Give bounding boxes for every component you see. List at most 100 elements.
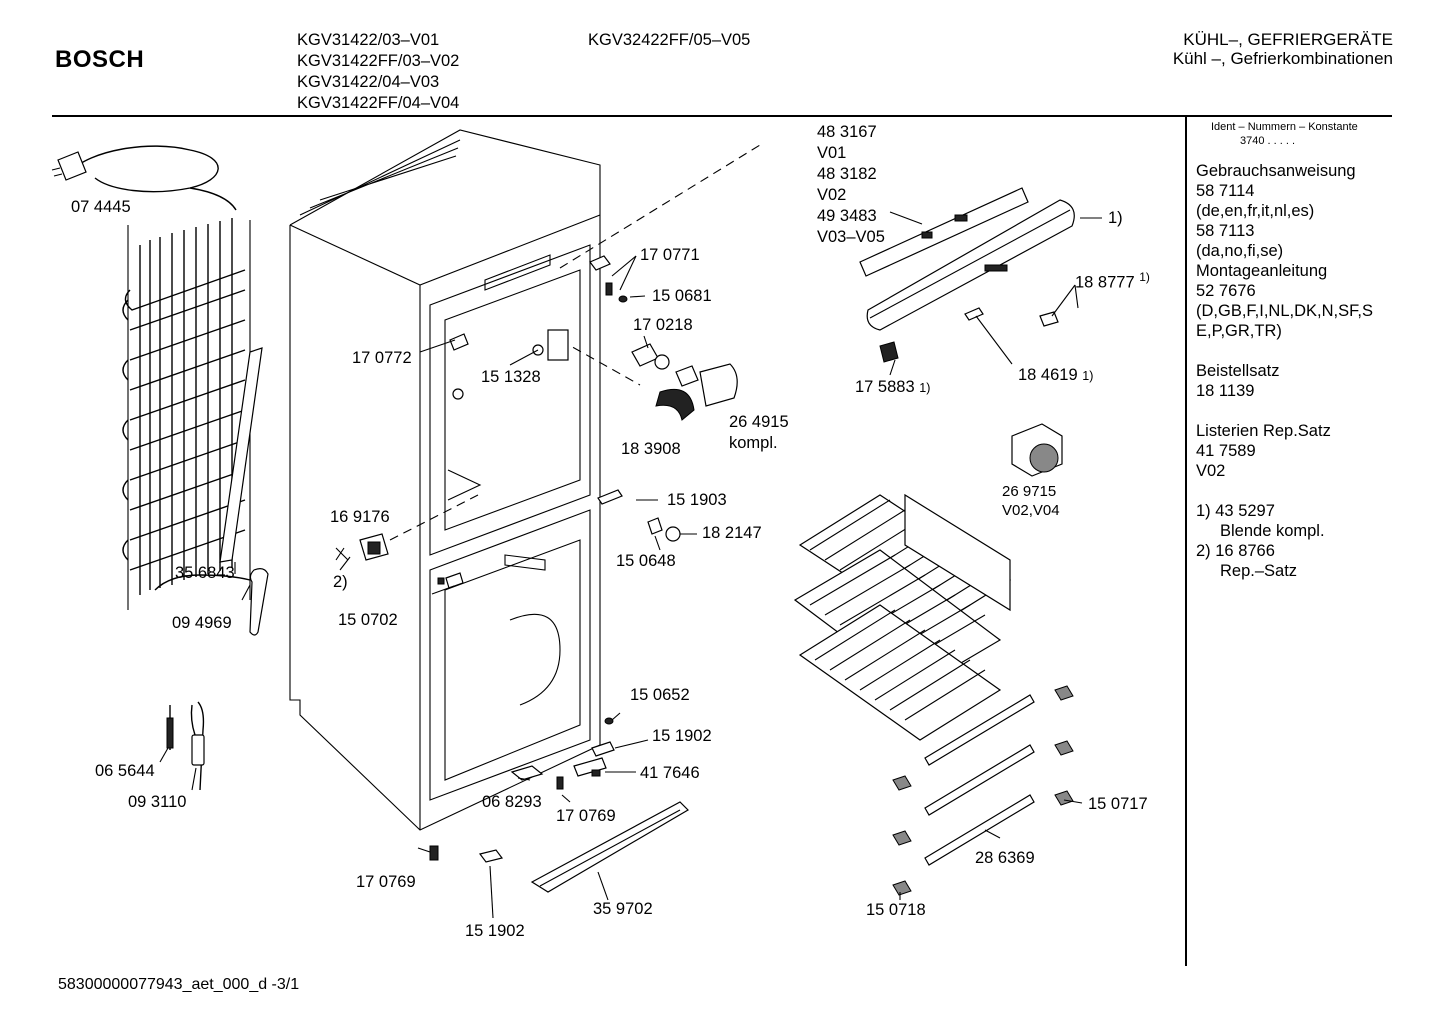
control-panel-drawing: [859, 187, 1075, 363]
part-label: 06 5644: [95, 762, 155, 780]
part-label: 48 3182: [817, 165, 877, 183]
model-code: KGV31422FF/03–V02: [297, 52, 460, 70]
part-label: 15 1903: [667, 491, 727, 509]
sidebar-line: Rep.–Satz: [1220, 562, 1298, 580]
part-label: 18 2147: [702, 524, 762, 542]
part-note: 1): [919, 381, 931, 395]
sidebar-info: Gebrauchsanweisung 58 7114 (de,en,fr,it,…: [1196, 161, 1373, 581]
sidebar-line: Listerien Rep.Satz: [1196, 422, 1331, 440]
leader-lines: [159, 211, 1102, 919]
sidebar-spacer: [1196, 481, 1373, 501]
sidebar-line: 18 1139: [1196, 382, 1255, 400]
sidebar-line: Blende kompl.: [1220, 522, 1325, 540]
part-label: 06 8293: [482, 793, 542, 811]
part-label: 15 1902: [465, 922, 525, 940]
ident-value: 3740 . . . . .: [1240, 135, 1296, 147]
part-label: 15 0681: [652, 287, 712, 305]
part-note: 2): [333, 573, 348, 591]
part-label: 15 0717: [1088, 795, 1148, 813]
fan-label: 26 9715 V02,V04: [1002, 482, 1060, 520]
exploded-view-drawing: [51, 129, 1102, 919]
part-label: 18 8777 1): [1075, 267, 1150, 293]
part-label: 17 0772: [352, 349, 412, 367]
sidebar-line: Montageanleitung: [1196, 262, 1328, 280]
sidebar-line: (de,en,fr,it,nl,es): [1196, 202, 1315, 220]
header-divider: [52, 115, 1392, 117]
sidebar-divider: [1185, 117, 1187, 966]
part-label: 35 6843: [175, 564, 235, 582]
part-label: 09 3110: [128, 793, 187, 811]
part-label: 07 4445: [71, 198, 131, 216]
thermostat-drawing: [335, 533, 389, 561]
rail-clips-drawing: [892, 685, 1074, 896]
part-label: 35 9702: [593, 900, 653, 918]
part-label: 18 3908: [621, 440, 681, 458]
sensor-drawing: [166, 701, 205, 791]
sidebar-line: 58 7114: [1196, 182, 1255, 200]
drain-tube-drawing: [249, 568, 269, 636]
part-number: 18 8777: [1075, 273, 1135, 292]
ident-title: Ident – Nummern – Konstante: [1211, 121, 1358, 133]
sidebar-line: V02: [1196, 462, 1226, 480]
power-cord-drawing: [51, 145, 237, 211]
hinge-parts-drawing: [437, 255, 628, 589]
leader-dashed: [559, 144, 761, 269]
condenser-drawing: [122, 218, 251, 610]
part-label: 17 0769: [556, 807, 616, 825]
part-label: 17 5883 1): [855, 377, 930, 398]
lower-parts-drawing: [429, 517, 689, 893]
part-label: 15 1328: [481, 368, 541, 386]
variant-label: V02,V04: [1002, 502, 1060, 519]
panel-variants: 48 3167 V01 48 3182 V02 49 3483 V03–V05: [817, 122, 885, 248]
part-label: 48 3167: [817, 123, 877, 141]
fan-drawing: [1011, 423, 1063, 477]
sidebar-spacer: [1196, 341, 1373, 361]
variant-label: V03–V05: [817, 228, 885, 246]
gasket-strip-drawing: [219, 347, 263, 563]
part-label: 28 6369: [975, 849, 1035, 867]
sidebar-line: 52 7676: [1196, 282, 1256, 300]
part-label: 16 9176: [330, 508, 390, 526]
part-note: 1): [1082, 369, 1094, 383]
sidebar-spacer: [1196, 401, 1373, 421]
brand-logo: BOSCH: [55, 46, 145, 73]
model-code: KGV31422/03–V01: [297, 31, 440, 49]
part-label: kompl.: [729, 434, 778, 452]
part-number: 17 5883: [855, 378, 915, 396]
sidebar-line: 58 7113: [1196, 222, 1255, 240]
sidebar-line: Gebrauchsanweisung: [1196, 162, 1356, 180]
shelf-grid-drawing: [793, 493, 1012, 741]
model-code: KGV31422FF/04–V04: [297, 94, 460, 112]
part-label: 26 9715: [1002, 483, 1057, 500]
category-title: KÜHL–, GEFRIERGERÄTE: [1183, 30, 1393, 49]
model-list: KGV31422/03–V01 KGV31422FF/03–V02 KGV314…: [297, 30, 459, 114]
cabinet-drawing: [289, 129, 601, 831]
part-label: 49 3483: [817, 207, 877, 225]
document-id: 58300000077943_aet_000_d -3/1: [58, 976, 300, 993]
part-label: 15 0718: [866, 901, 926, 919]
category-subtitle: Kühl –, Gefrierkombinationen: [1172, 49, 1393, 68]
variant-label: V02: [817, 186, 847, 204]
sidebar-line: Beistellsatz: [1196, 362, 1280, 380]
model-code-right: KGV32422FF/05–V05: [588, 31, 751, 49]
part-note: 1): [1139, 270, 1150, 284]
part-label: 41 7646: [640, 764, 700, 782]
model-code: KGV31422/04–V03: [297, 73, 440, 91]
category-heading: KÜHL–, GEFRIERGERÄTE Kühl –, Gefrierkomb…: [1173, 30, 1393, 68]
part-label: 17 0218: [633, 316, 693, 334]
lamp-assembly-drawing: [631, 343, 738, 421]
part-label: 15 0648: [616, 552, 676, 570]
sidebar-line: 41 7589: [1196, 442, 1256, 460]
sidebar-line: 1) 43 5297: [1196, 502, 1275, 520]
part-label: 15 0652: [630, 686, 690, 704]
part-number: 18 4619: [1018, 366, 1078, 384]
part-label: 26 4915: [729, 413, 789, 431]
leader-dashed: [559, 339, 641, 386]
part-label: 17 0769: [356, 873, 416, 891]
part-label: 17 0771: [640, 246, 700, 264]
part-note: 1): [1108, 209, 1123, 227]
part-label: 15 1902: [652, 727, 712, 745]
sidebar-line: (D,GB,F,I,NL,DK,N,SF,S: [1196, 302, 1373, 320]
sidebar-line: E,P,GR,TR): [1196, 322, 1282, 340]
part-label: 09 4969: [172, 614, 232, 632]
